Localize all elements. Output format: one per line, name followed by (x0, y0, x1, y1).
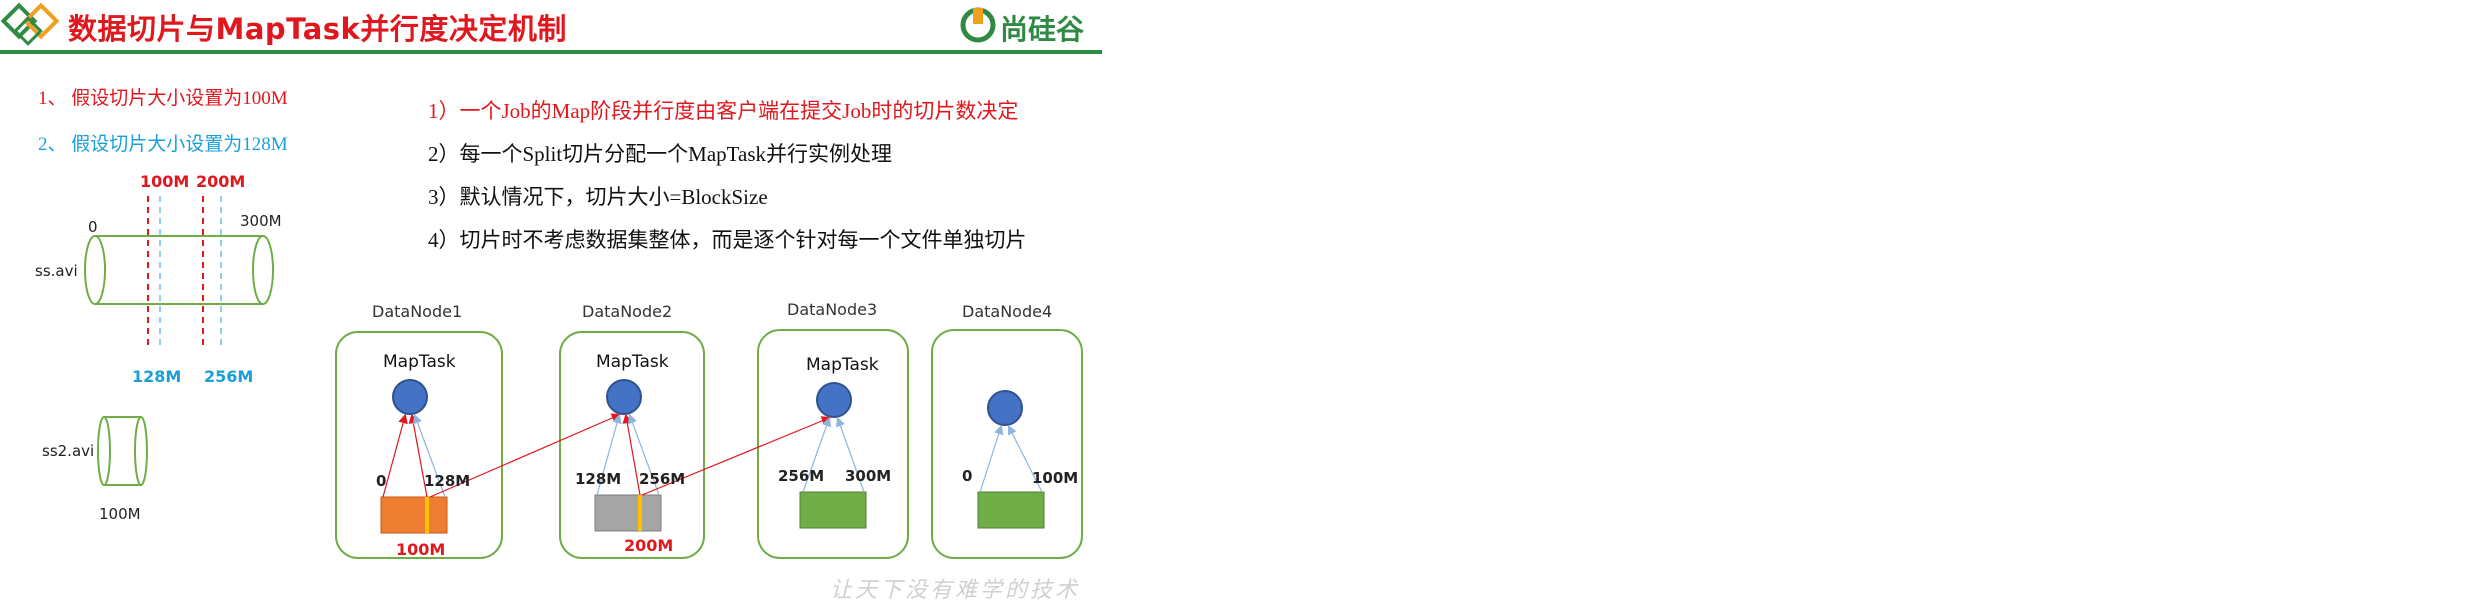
datanode1-label: DataNode1 (372, 302, 463, 321)
rule-3: 3）默认情况下，切片大小=BlockSize (428, 185, 768, 209)
dn1-left-label: 0 (376, 472, 387, 490)
maptask2-label: MapTask (596, 352, 669, 372)
file-ss-avi-cylinder (84, 235, 274, 305)
slogan: 让天下没有难学的技术 (830, 578, 1081, 603)
datanode4-label: DataNode4 (962, 302, 1053, 321)
file1-start-label: 0 (88, 218, 98, 236)
dn4-right-label: 100M (1032, 469, 1079, 487)
datanode3-label: DataNode3 (787, 300, 878, 319)
dn1-right-label: 128M (424, 472, 471, 490)
rule-1: 1）一个Job的Map阶段并行度由客户端在提交Job时的切片数决定 (428, 99, 1019, 123)
data-blocks (380, 491, 1045, 534)
case-100m: 1、 假设切片大小设置为100M (38, 88, 288, 109)
file2-name: ss2.avi (42, 442, 95, 460)
split-lines (147, 196, 222, 350)
split-200m-label: 200M (196, 172, 246, 191)
maptask-circles (392, 379, 1023, 426)
file-ss2-avi-cylinder (97, 416, 148, 486)
split-arrows (382, 413, 1043, 498)
page-title: 数据切片与MapTask并行度决定机制 (68, 12, 567, 46)
maptask1-label: MapTask (383, 352, 456, 372)
file1-name: ss.avi (35, 262, 78, 280)
dn4-left-label: 0 (962, 467, 973, 485)
maptask3-label: MapTask (806, 355, 879, 375)
dn2-right-label: 256M (639, 470, 686, 488)
dn3-right-label: 300M (845, 467, 892, 485)
split-128m-label: 128M (132, 367, 182, 386)
datanode-boxes (335, 329, 1083, 559)
brand-logo-icon (960, 7, 996, 43)
dn2-split-label: 200M (624, 536, 674, 555)
dn1-split-label: 100M (396, 540, 446, 559)
header-divider (0, 50, 1102, 54)
dn3-left-label: 256M (778, 467, 825, 485)
file1-end-label: 300M (240, 212, 282, 230)
split-256m-label: 256M (204, 367, 254, 386)
rule-2: 2）每一个Split切片分配一个MapTask并行实例处理 (428, 142, 893, 166)
header-logo-icon (0, 2, 60, 46)
dn2-left-label: 128M (575, 470, 622, 488)
brand-name: 尚硅谷 (1000, 13, 1085, 46)
case-128m: 2、 假设切片大小设置为128M (38, 134, 288, 155)
file2-size: 100M (99, 505, 141, 523)
rule-4: 4）切片时不考虑数据集整体，而是逐个针对每一个文件单独切片 (428, 228, 1027, 252)
split-100m-label: 100M (140, 172, 190, 191)
datanode2-label: DataNode2 (582, 302, 673, 321)
